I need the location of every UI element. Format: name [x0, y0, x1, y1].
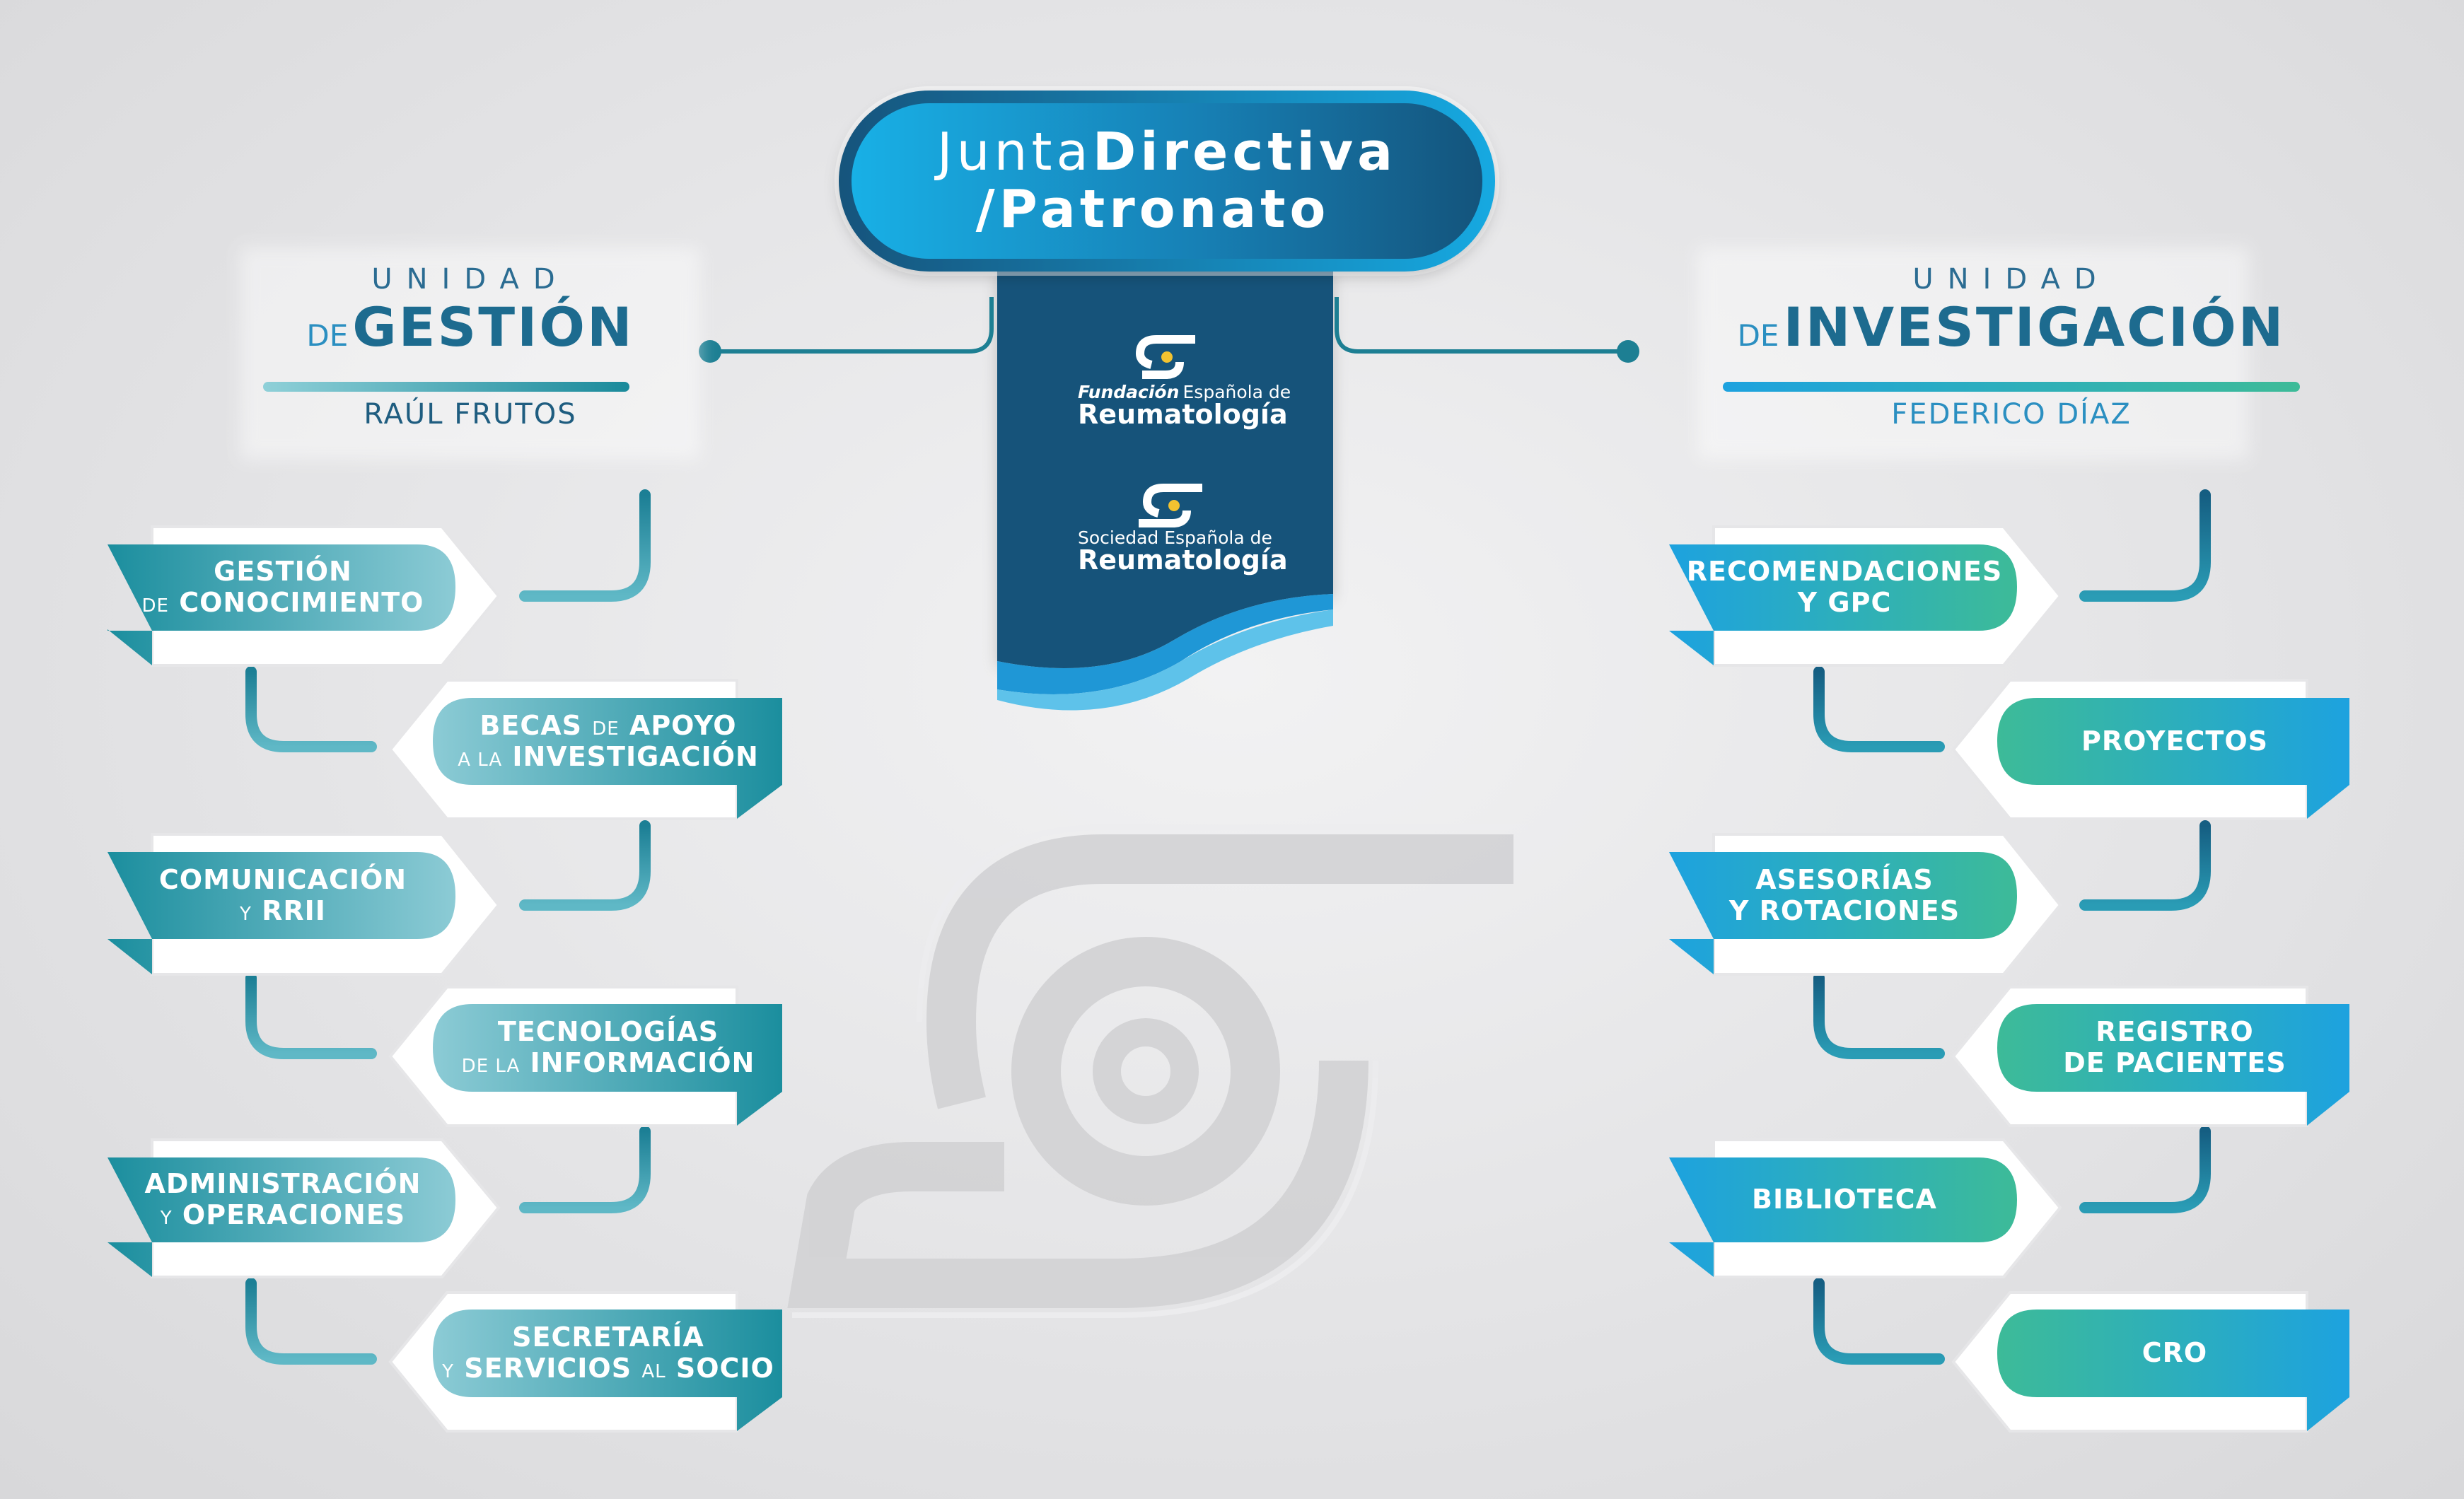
- unit-name: GESTIÓN: [352, 296, 634, 358]
- node-text: TECNOLOGÍAS: [497, 1016, 719, 1048]
- node-text: REGISTRO: [2096, 1016, 2254, 1048]
- node-becas-apoyo: BECAS DE APOYO A LA INVESTIGACIÓN: [438, 698, 778, 785]
- node-text: SECRETARÍA: [512, 1322, 704, 1353]
- unit-label: UNIDAD: [371, 263, 569, 296]
- node-text: Y GPC: [1797, 587, 1892, 618]
- node-text: BIBLIOTECA: [1752, 1184, 1937, 1215]
- node-text: ASESORÍAS: [1755, 863, 1934, 895]
- left-unit-band: [240, 247, 700, 460]
- title-bold: Directiva: [1092, 121, 1397, 182]
- right-connectors: [1813, 489, 2211, 1365]
- junta-directiva-title: JuntaDirectiva /Patronato: [840, 91, 1494, 272]
- right-unit-underline: [1723, 382, 2300, 392]
- node-text: DE: [592, 718, 620, 740]
- node-text: APOYO: [629, 709, 737, 741]
- left-unit-underline: [263, 382, 629, 392]
- unit-name: INVESTIGACIÓN: [1783, 296, 2286, 358]
- fundacion-word: Fundación: [1078, 382, 1180, 402]
- node-biblioteca: BIBLIOTECA: [1675, 1157, 2014, 1242]
- node-text: Y: [442, 1361, 455, 1382]
- node-text: RRII: [262, 894, 326, 926]
- node-text: OPERACIONES: [182, 1199, 406, 1230]
- fundacion-espanola: Española de: [1182, 382, 1291, 402]
- connector-dot-right: [1617, 340, 1639, 363]
- node-text: DE: [141, 595, 169, 617]
- sociedad-logo-mark: [1139, 484, 1202, 527]
- unidad-gestion: UNIDAD DEGESTIÓN RAÚL FRUTOS: [240, 263, 700, 431]
- node-text: INFORMACIÓN: [530, 1047, 755, 1078]
- left-node-shapes: [107, 525, 782, 1433]
- unit-director: FEDERICO DÍAZ: [1891, 398, 2132, 431]
- node-text: DE LA: [461, 1056, 521, 1077]
- watermark-logo: [787, 834, 1513, 1308]
- node-gestion-conocimiento: GESTIÓN DE CONOCIMIENTO: [113, 544, 453, 631]
- node-text: BECAS: [480, 709, 582, 741]
- node-text: COMUNICACIÓN: [158, 863, 407, 895]
- node-text: PROYECTOS: [2081, 725, 2268, 757]
- unit-label: UNIDAD: [1912, 263, 2110, 296]
- central-banner: [997, 269, 1333, 711]
- left-connectors: [245, 489, 651, 1365]
- sociedad-espanola: Sociedad Española de: [1078, 527, 1272, 548]
- header-pill: [835, 86, 1499, 276]
- node-tecnologias-informacion: TECNOLOGÍAS DE LA INFORMACIÓN: [438, 1004, 778, 1092]
- title-light: Junta: [936, 121, 1093, 182]
- node-text: AL: [641, 1361, 666, 1382]
- unit-de: DE: [306, 318, 349, 353]
- node-text: Y ROTACIONES: [1728, 894, 1960, 926]
- sociedad-logo-text: Sociedad Española de Reumatología: [1078, 529, 1288, 573]
- node-text: Y: [160, 1208, 173, 1229]
- right-node-shapes: [1669, 525, 2349, 1433]
- sociedad-reumatologia: Reumatología: [1078, 544, 1288, 576]
- node-proyectos: PROYECTOS: [2001, 698, 2348, 785]
- node-comunicacion-rrii: COMUNICACIÓN Y RRII: [113, 852, 453, 939]
- node-text: Y: [240, 903, 252, 925]
- node-text: SERVICIOS: [464, 1353, 632, 1384]
- node-cro: CRO: [2001, 1310, 2348, 1397]
- title-line2: /Patronato: [975, 179, 1330, 240]
- node-text: DE PACIENTES: [2063, 1047, 2286, 1078]
- node-text: SOCIO: [675, 1353, 774, 1384]
- node-text: CONOCIMIENTO: [179, 587, 424, 618]
- node-text: RECOMENDACIONES: [1686, 556, 2003, 588]
- fundacion-logo-text: Fundación Española de Reumatología: [1078, 383, 1291, 428]
- unidad-investigacion: UNIDAD DEINVESTIGACIÓN FEDERICO DÍAZ: [1697, 263, 2325, 431]
- node-text: CRO: [2142, 1337, 2208, 1369]
- node-text: GESTIÓN: [214, 556, 352, 588]
- node-text: A LA: [458, 749, 503, 771]
- unit-director: RAÚL FRUTOS: [364, 398, 577, 431]
- node-text: INVESTIGACIÓN: [512, 740, 759, 772]
- fundacion-logo-mark: [1135, 335, 1195, 379]
- fundacion-reumatologia: Reumatología: [1078, 399, 1288, 430]
- top-connectors: [710, 297, 1628, 354]
- node-administracion-operaciones: ADMINISTRACIÓN Y OPERACIONES: [113, 1157, 453, 1242]
- unit-de: DE: [1737, 318, 1779, 353]
- watermark-outline: [792, 824, 1528, 1318]
- connector-dot-left: [699, 340, 721, 363]
- right-unit-band: [1697, 247, 2249, 460]
- node-secretaria-servicios: SECRETARÍA Y SERVICIOS AL SOCIO: [438, 1310, 778, 1397]
- node-text: ADMINISTRACIÓN: [144, 1168, 422, 1200]
